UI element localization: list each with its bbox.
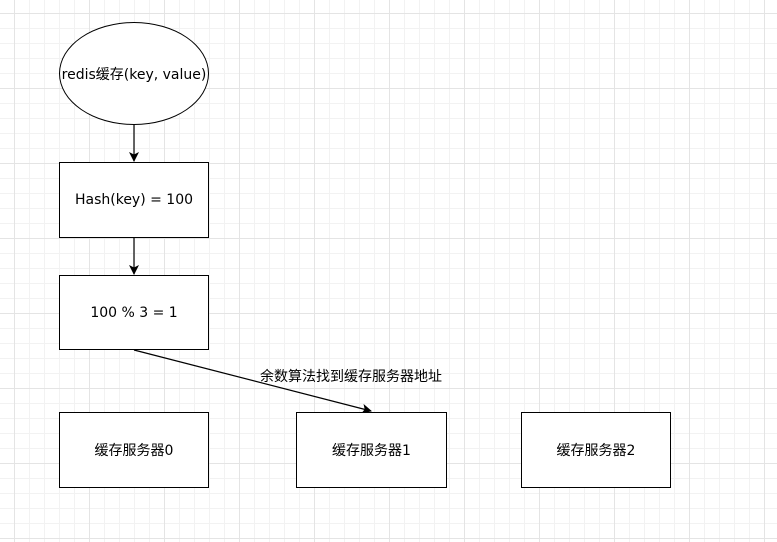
edge-mod-to-server1: [133, 349, 372, 414]
mod-step-node[interactable]: 100 % 3 = 1: [59, 275, 209, 350]
mod-step-label: 100 % 3 = 1: [90, 304, 178, 321]
edge-label: 余数算法找到缓存服务器地址: [260, 369, 442, 385]
start-node-label: redis缓存(key, value): [61, 66, 207, 83]
cache-server-2-label: 缓存服务器2: [556, 443, 636, 459]
cache-server-1-label: 缓存服务器1: [332, 443, 411, 459]
cache-server-0-label: 缓存服务器0: [94, 443, 174, 459]
cache-server-2[interactable]: 缓存服务器2: [521, 412, 671, 488]
hash-step-node[interactable]: Hash(key) = 100: [59, 162, 209, 238]
cache-server-1[interactable]: 缓存服务器1: [296, 412, 447, 488]
start-node[interactable]: redis缓存(key, value): [59, 22, 209, 125]
hash-step-label: Hash(key) = 100: [74, 192, 194, 208]
cache-server-0[interactable]: 缓存服务器0: [59, 412, 209, 488]
